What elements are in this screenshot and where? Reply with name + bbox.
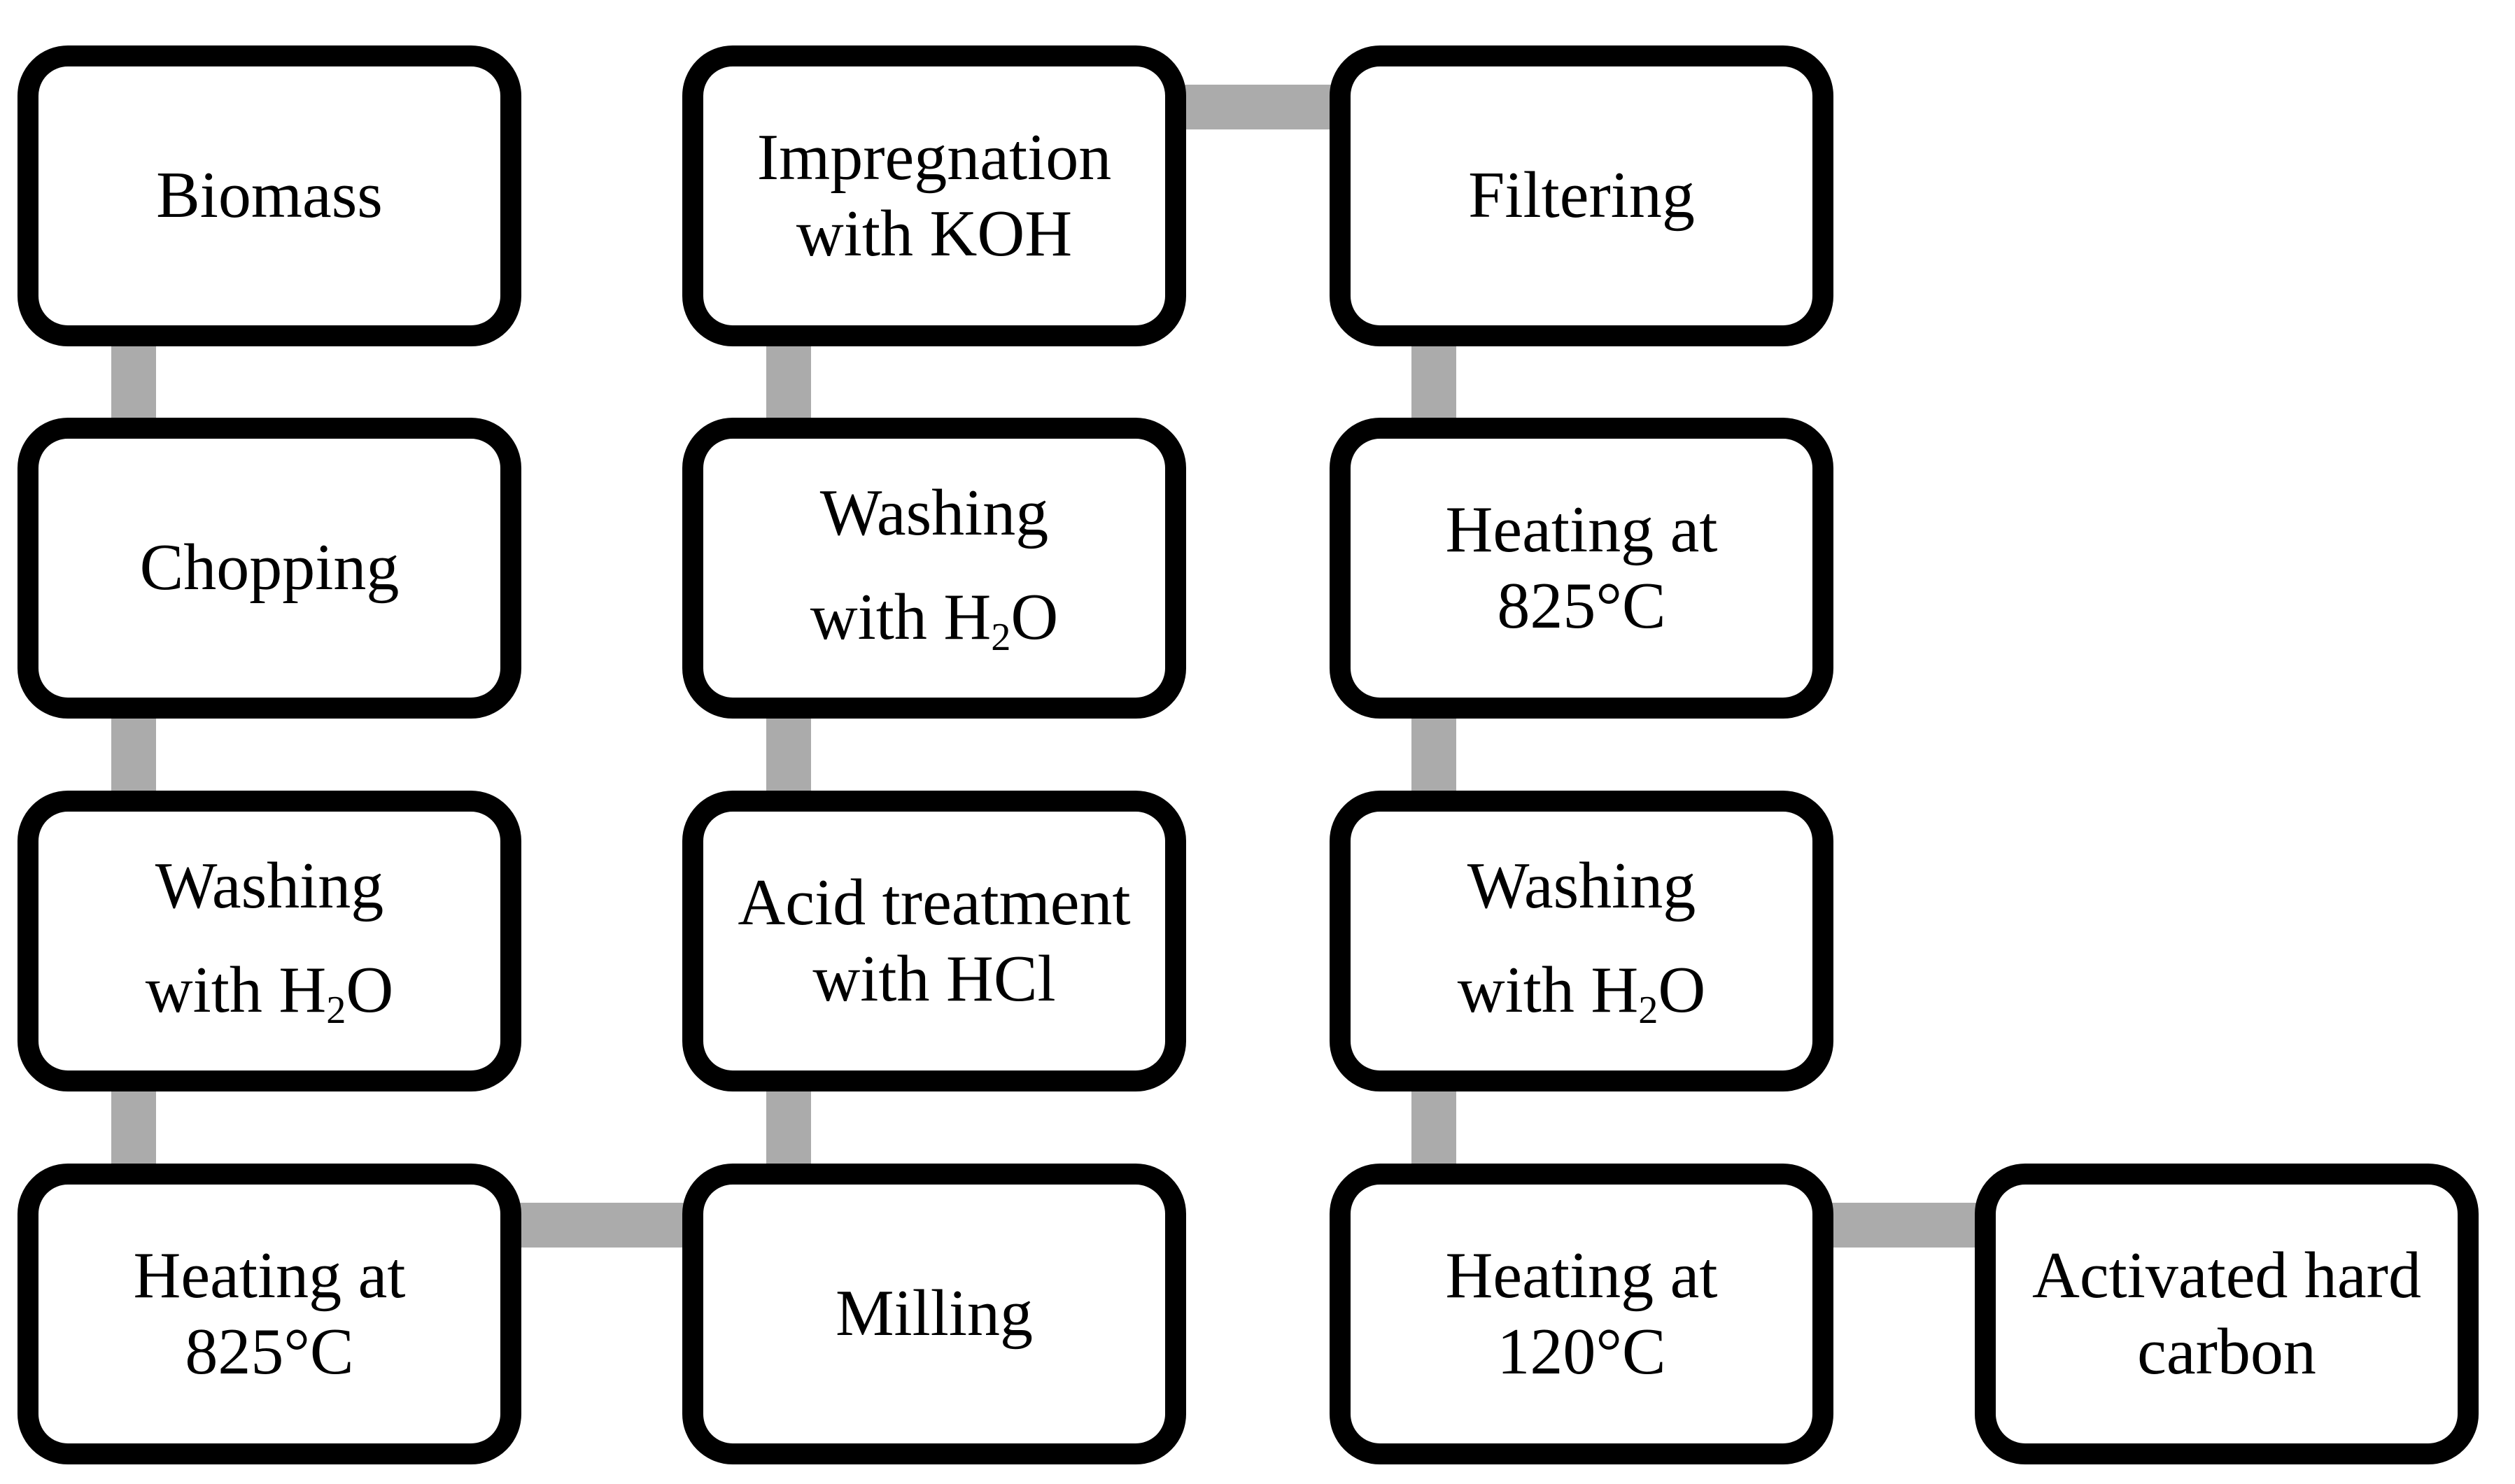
node-label-line: Impregnation [757, 120, 1111, 196]
label-text: 825°C [185, 1315, 354, 1388]
node-label-line: Washing [155, 848, 384, 924]
node-label-line: with KOH [796, 196, 1072, 272]
label-text: Heating at [133, 1238, 406, 1312]
node-label-line: 825°C [185, 1314, 353, 1390]
node-label-line: Activated hard [2032, 1238, 2421, 1314]
node-biomass: Biomass [17, 45, 521, 346]
label-text: with KOH [796, 197, 1073, 270]
label-text: Washing [1467, 849, 1696, 923]
label-text: Biomass [156, 159, 383, 232]
node-label-line: Washing [820, 475, 1049, 551]
label-text: carbon [2137, 1315, 2316, 1388]
label-text: Impregnation [756, 120, 1112, 194]
node-label-line: carbon [2137, 1314, 2316, 1390]
node-washing-h2o-1: Washing with H2O [17, 791, 521, 1091]
label-text: Acid treatment [738, 865, 1131, 939]
node-label-line: Chopping [140, 530, 400, 606]
node-label-line: Heating at [1446, 492, 1718, 568]
label-text: O [1658, 954, 1706, 1027]
node-filtering: Filtering [1330, 45, 1833, 346]
node-label-line: with HCl [812, 941, 1055, 1017]
node-label-line: Heating at [134, 1238, 406, 1314]
label-text: Heating at [1445, 493, 1718, 566]
node-chopping: Chopping [17, 418, 521, 719]
node-label-line: with H2O [146, 952, 394, 1033]
node-label-line: Filtering [1468, 157, 1695, 234]
node-washing-h2o-3: Washing with H2O [1330, 791, 1833, 1091]
label-text: with H [1457, 954, 1639, 1027]
label-text: Washing [155, 849, 384, 923]
subscript-text: 2 [1638, 989, 1658, 1033]
connector-heating-825-1-milling [498, 1203, 706, 1248]
node-label-line: 120°C [1497, 1314, 1665, 1390]
label-text: Filtering [1468, 159, 1695, 232]
subscript-text: 2 [326, 989, 346, 1033]
node-label-line: Acid treatment [738, 865, 1130, 941]
label-text: Washing [819, 476, 1049, 550]
label-text: O [346, 954, 394, 1027]
node-label-line: Washing [1467, 848, 1696, 924]
label-text: Milling [835, 1277, 1034, 1350]
node-label-line: Milling [836, 1275, 1033, 1352]
connector-impregnation-koh-filtering [1162, 85, 1353, 129]
node-washing-h2o-2: Washing with H2O [682, 418, 1186, 719]
label-text: Chopping [139, 531, 400, 605]
node-label-line: with H2O [810, 579, 1059, 660]
label-text: with H [810, 581, 992, 654]
node-label-line: 825°C [1497, 568, 1665, 644]
subscript-text: 2 [991, 616, 1011, 660]
label-text: O [1010, 581, 1059, 654]
label-text: Heating at [1445, 1238, 1718, 1312]
node-label-line: with H2O [1458, 952, 1706, 1033]
node-label-line: Heating at [1446, 1238, 1718, 1314]
node-label-line: Biomass [156, 157, 383, 234]
label-text: 825°C [1497, 570, 1666, 642]
label-text: Activated hard [2032, 1238, 2421, 1312]
node-milling: Milling [682, 1164, 1186, 1464]
connector-heating-120-activated-hard-carbon [1810, 1203, 1999, 1248]
label-text: 120°C [1497, 1315, 1666, 1388]
label-text: with HCl [812, 942, 1056, 1015]
label-text: with H [145, 954, 327, 1027]
